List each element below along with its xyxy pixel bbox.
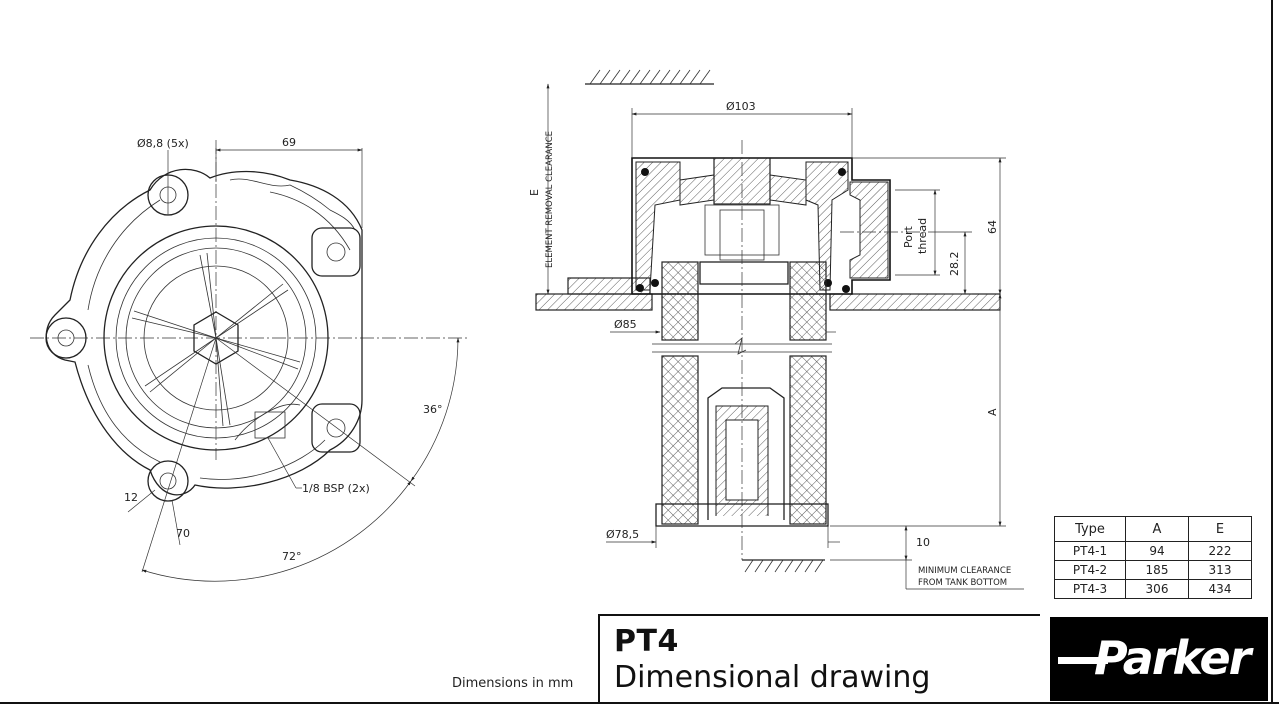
table-cell: PT4-3 <box>1054 579 1126 599</box>
cap-outer <box>103 225 329 451</box>
table-cell: 185 <box>1125 560 1189 580</box>
brand-logo: Parker <box>1050 617 1268 701</box>
seal-top-right <box>838 168 846 176</box>
brand-name: Parker <box>1094 631 1251 685</box>
dim-a-label: A <box>986 408 999 416</box>
dim-10-label: 10 <box>916 536 930 549</box>
table-cell: 94 <box>1125 541 1189 561</box>
element-media-left-lower <box>661 355 699 525</box>
dia-85-label: Ø85 <box>614 318 637 331</box>
hole-top-right <box>326 242 346 262</box>
table-header-row: Type A E <box>1054 516 1252 542</box>
element-media-left-upper <box>661 261 699 341</box>
table-header-e: E <box>1188 516 1252 542</box>
dim-70-label: 70 <box>176 527 190 540</box>
table-cell: 434 <box>1188 579 1252 599</box>
hole-bottom-right <box>326 418 346 438</box>
tank-bottom-hatch <box>744 559 824 573</box>
units-note: Dimensions in mm <box>452 676 574 691</box>
plan-inner-flange <box>87 191 351 480</box>
lug-bottom-right <box>311 403 361 453</box>
angle-36-label: 36° <box>423 403 443 416</box>
table-header-type: Type <box>1054 516 1126 542</box>
seal-flange-right <box>842 285 850 293</box>
element-media-right-lower <box>789 355 827 525</box>
hole-diameter-label: Ø8,8 (5x) <box>137 137 189 150</box>
right-border <box>1271 0 1273 704</box>
type-dimension-table: Type A E PT4-1 94 222 PT4-2 185 313 PT4-… <box>1054 516 1252 599</box>
inner-valve-body <box>707 387 785 520</box>
lug-left <box>45 317 87 359</box>
title-block: PT4 Dimensional drawing <box>598 614 1040 704</box>
port-boss <box>254 411 286 439</box>
port-thread-label-1: Port <box>902 226 915 248</box>
cap-ring-1 <box>115 237 317 439</box>
plan-outer-body <box>45 168 363 496</box>
tank-plate-right <box>829 293 1001 311</box>
housing-head <box>631 157 891 295</box>
lug-bottom <box>147 460 189 502</box>
plan-wavy-rim <box>229 178 356 231</box>
angle-72-label: 72° <box>282 550 302 563</box>
table-cell: 306 <box>1125 579 1189 599</box>
table-row: PT4-1 94 222 <box>1054 541 1252 561</box>
cap-arms <box>679 174 807 206</box>
dia-103-label: Ø103 <box>726 100 756 113</box>
min-clearance-note-1: MINIMUM CLEARANCE <box>918 566 1011 576</box>
port-note-label: 1/8 BSP (2x) <box>302 482 370 495</box>
cap-spokes <box>131 252 301 427</box>
table-cell: 313 <box>1188 560 1252 580</box>
seal-top-left <box>641 168 649 176</box>
drawing-title: PT4 <box>614 624 679 659</box>
table-cell: 222 <box>1188 541 1252 561</box>
element-media-right-upper <box>789 261 827 341</box>
tank-plate-left <box>535 293 653 311</box>
dim-282-label: 28.2 <box>948 252 961 277</box>
head-wall-right <box>805 161 849 291</box>
port-boss-section <box>849 181 889 279</box>
head-wall-left <box>635 161 681 291</box>
bottom-border <box>0 702 1279 704</box>
dim-12-label: 12 <box>124 491 138 504</box>
element-top-cap <box>699 261 789 285</box>
element-removal-note: ELEMENT REMOVAL CLEARANCE <box>545 131 555 268</box>
cap-ring-2 <box>125 247 307 429</box>
section-view: Ø103 E ELEMENT REMOVAL CLEARANCE Port th… <box>528 69 1024 590</box>
dia-785-label: Ø78,5 <box>606 528 639 541</box>
dim-e-label: E <box>528 189 541 196</box>
cap-ring-3 <box>143 265 289 411</box>
table-row: PT4-3 306 434 <box>1054 579 1252 599</box>
lug-top-right <box>311 227 361 277</box>
min-clearance-note-2: FROM TANK BOTTOM <box>918 578 1007 588</box>
hole-left <box>57 329 75 347</box>
seal-bottom-left <box>651 279 659 287</box>
seal-flange-left <box>636 284 644 292</box>
table-cell: PT4-1 <box>1054 541 1126 561</box>
width-69-label: 69 <box>282 136 296 149</box>
plan-view: Ø8,8 (5x) 69 36° 72° 1/8 BSP (2x) 12 70 <box>30 136 470 582</box>
table-header-a: A <box>1125 516 1189 542</box>
drawing-subtitle: Dimensional drawing <box>614 660 931 695</box>
port-thread-label-2: thread <box>916 218 929 254</box>
port-arc <box>234 403 301 441</box>
hex-nut <box>193 311 239 365</box>
table-row: PT4-2 185 313 <box>1054 560 1252 580</box>
ceiling-hatch <box>589 69 711 85</box>
dim-64-label: 64 <box>986 220 999 234</box>
logo-bar <box>1058 657 1108 664</box>
hole-bottom <box>159 472 177 490</box>
table-cell: PT4-2 <box>1054 560 1126 580</box>
